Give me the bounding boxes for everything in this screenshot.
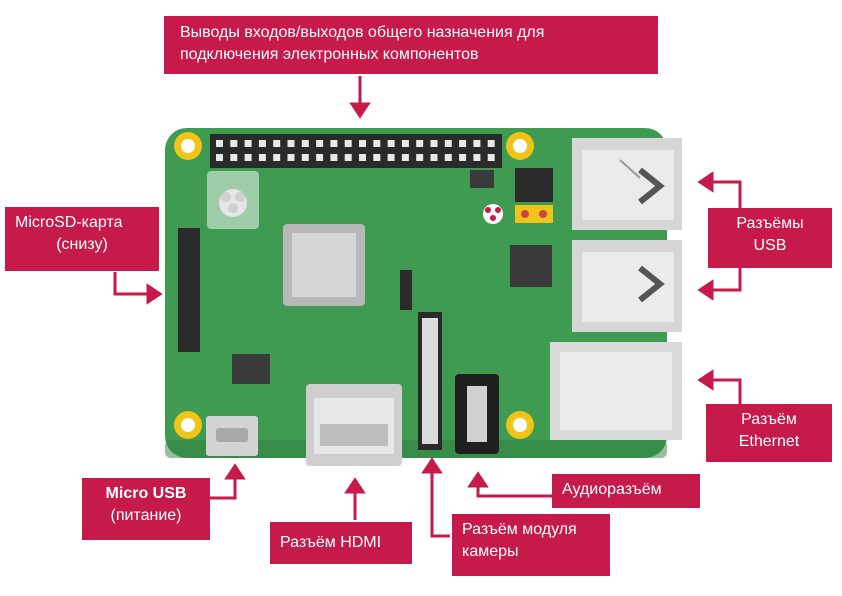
gpio-pin bbox=[444, 140, 452, 147]
gpio-pin bbox=[416, 154, 424, 161]
pcb-shadow bbox=[165, 440, 667, 458]
label-gpio: Выводы входов/выходов общего назначения … bbox=[164, 16, 658, 74]
pointer-arrows bbox=[113, 76, 742, 538]
small-chip-2 bbox=[470, 170, 494, 188]
gpio-pin bbox=[387, 140, 395, 147]
gpio-pin bbox=[359, 154, 366, 161]
gpio-pin bbox=[273, 154, 281, 161]
label-usb: Разъёмы USB bbox=[708, 208, 832, 268]
label-camera: Разъём модуля камеры bbox=[452, 514, 610, 576]
gpio-pin bbox=[301, 154, 309, 161]
gpio-pin bbox=[444, 154, 452, 161]
gpio-pin bbox=[344, 140, 352, 147]
gpio-pin bbox=[287, 154, 295, 161]
gpio-pin bbox=[230, 154, 238, 161]
gpio-pin bbox=[244, 140, 252, 147]
label-hdmi-text: Разъём HDMI bbox=[280, 534, 382, 551]
label-usb-line2: USB bbox=[753, 237, 787, 254]
hdmi-port bbox=[306, 384, 402, 466]
gpio-pin bbox=[216, 140, 223, 147]
label-ethernet-line1: Разъём bbox=[741, 411, 797, 428]
gpio-pin bbox=[359, 140, 366, 147]
gpio-pin bbox=[301, 140, 309, 147]
gpio-pin bbox=[473, 154, 481, 161]
gpio-pin bbox=[487, 154, 495, 161]
gpio-pin bbox=[459, 140, 467, 147]
gpio-pin bbox=[316, 140, 324, 147]
label-audio: Аудиоразъём bbox=[552, 474, 700, 508]
label-usb-line1: Разъёмы bbox=[736, 215, 804, 232]
gpio-pin bbox=[373, 140, 381, 147]
label-ethernet-line2: Ethernet bbox=[738, 433, 800, 450]
display-connector bbox=[400, 270, 412, 310]
gpio-pin bbox=[401, 154, 409, 161]
label-gpio-line2: подключения электронных компонентов bbox=[180, 46, 479, 63]
label-microusb-line1: Micro USB bbox=[105, 485, 187, 502]
gpio-pin bbox=[216, 154, 223, 161]
gpio-pin bbox=[258, 140, 266, 147]
micro-usb-port bbox=[206, 416, 258, 456]
gpio-pin bbox=[316, 154, 324, 161]
gpio-pin bbox=[287, 140, 295, 147]
label-ethernet: Разъём Ethernet bbox=[706, 404, 832, 462]
label-microusb-line2: (питание) bbox=[110, 507, 182, 524]
audio-jack bbox=[455, 374, 499, 454]
label-camera-line1: Разъём модуля bbox=[462, 521, 577, 538]
label-camera-line2: камеры bbox=[462, 543, 519, 560]
gpio-header bbox=[210, 134, 502, 168]
label-microsd-line2: (снизу) bbox=[56, 236, 108, 253]
usb-port-bottom bbox=[572, 240, 682, 332]
gpio-pin bbox=[244, 154, 252, 161]
sd-slot bbox=[178, 228, 200, 352]
gpio-pin bbox=[230, 140, 238, 147]
gpio-pin bbox=[387, 154, 395, 161]
label-hdmi: Разъём HDMI bbox=[270, 522, 412, 564]
gpio-pin bbox=[430, 154, 438, 161]
usb-port-top bbox=[572, 138, 682, 230]
gpio-pin bbox=[258, 154, 266, 161]
gpio-pin bbox=[373, 154, 381, 161]
gpio-pin bbox=[344, 154, 352, 161]
label-audio-text: Аудиоразъём bbox=[562, 481, 662, 498]
raspberry-logo-silkscreen bbox=[207, 171, 259, 229]
label-gpio-line1: Выводы входов/выходов общего назначения … bbox=[180, 24, 545, 41]
gpio-pin bbox=[473, 140, 481, 147]
raspberry-logo-small bbox=[483, 204, 503, 224]
mounting-holes bbox=[174, 132, 534, 439]
small-chip bbox=[232, 354, 270, 384]
gpio-pin bbox=[430, 140, 438, 147]
lan-chip bbox=[510, 245, 552, 287]
jumpers bbox=[515, 168, 553, 223]
gpio-pin bbox=[401, 140, 409, 147]
soc-chip bbox=[283, 224, 365, 306]
label-microsd-line1: MicroSD-карта bbox=[15, 214, 123, 231]
gpio-pin bbox=[330, 154, 338, 161]
label-microsd: MicroSD-карта (снизу) bbox=[5, 207, 159, 271]
ethernet-port bbox=[550, 342, 682, 440]
gpio-pin bbox=[459, 154, 467, 161]
gpio-pin bbox=[416, 140, 424, 147]
gpio-pin bbox=[487, 140, 495, 147]
label-microusb: Micro USB (питание) bbox=[82, 478, 210, 540]
gpio-pin bbox=[273, 140, 281, 147]
gpio-pin bbox=[330, 140, 338, 147]
